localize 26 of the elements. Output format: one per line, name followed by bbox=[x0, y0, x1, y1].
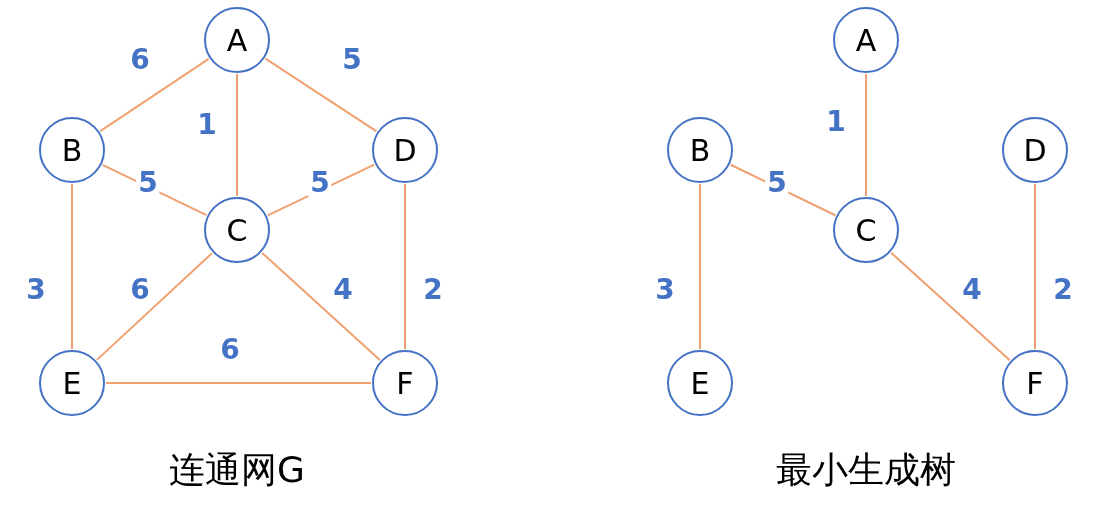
edge-line bbox=[105, 382, 372, 384]
vertex-circle: F bbox=[372, 350, 438, 416]
edge-line bbox=[236, 73, 238, 197]
vertex-circle: A bbox=[204, 7, 270, 73]
edge-line bbox=[264, 57, 378, 133]
vertex-circle: E bbox=[667, 350, 733, 416]
edge-line bbox=[71, 183, 73, 350]
vertex-circle: C bbox=[833, 197, 899, 263]
vertex-circle: D bbox=[372, 117, 438, 183]
edge-line bbox=[1034, 183, 1036, 350]
edge-line bbox=[699, 183, 701, 350]
edge-line bbox=[404, 183, 406, 350]
graph-caption: 最小生成树 bbox=[776, 447, 956, 492]
vertex-circle: F bbox=[1002, 350, 1068, 416]
edge-line bbox=[99, 57, 210, 133]
graph-caption: 连通网G bbox=[169, 447, 305, 492]
vertex-circle: A bbox=[833, 7, 899, 73]
edge-line bbox=[865, 73, 867, 197]
vertex-circle: B bbox=[39, 117, 105, 183]
edge-line bbox=[261, 251, 381, 362]
vertex-circle: B bbox=[667, 117, 733, 183]
vertex-circle: E bbox=[39, 350, 105, 416]
edge-line bbox=[95, 252, 214, 361]
vertex-circle: C bbox=[204, 197, 270, 263]
vertex-circle: D bbox=[1002, 117, 1068, 183]
edge-line bbox=[890, 251, 1011, 362]
